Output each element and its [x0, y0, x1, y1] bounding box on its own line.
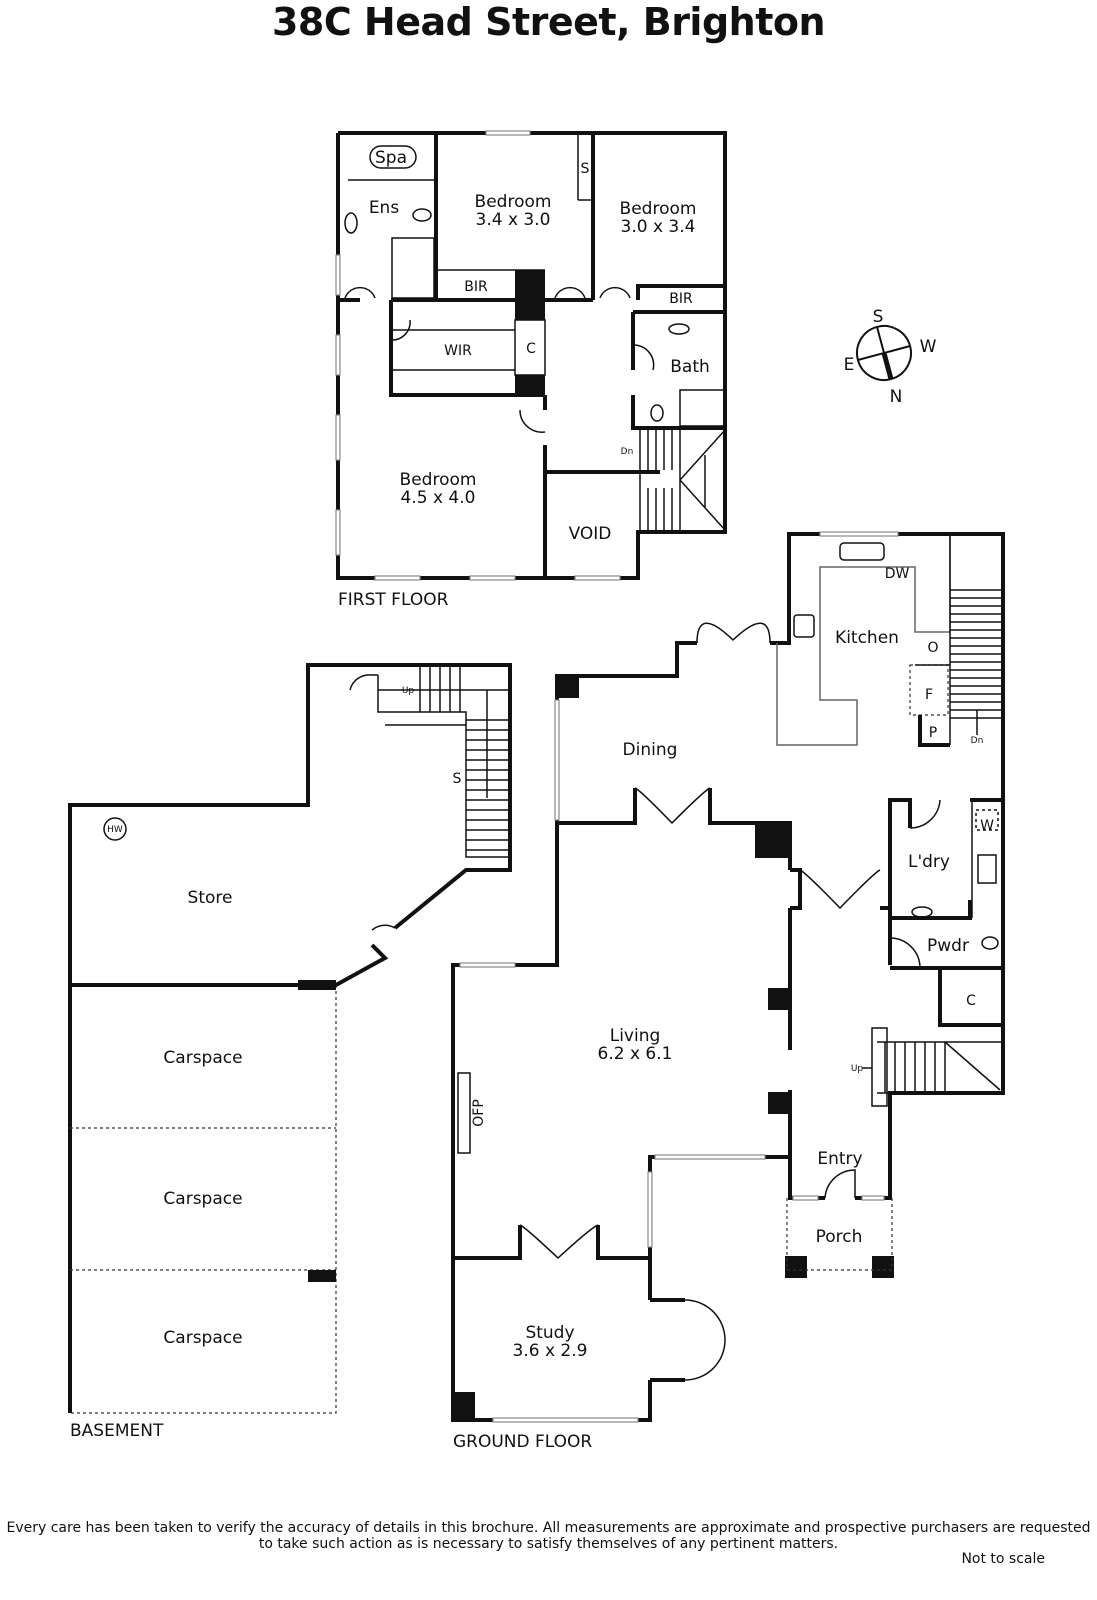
- compass-east: E: [844, 355, 855, 375]
- room-dim-bedroom-2: 3.4 x 3.0: [476, 210, 551, 230]
- room-label-spa: Spa: [375, 148, 407, 168]
- property-title: 38C Head Street, Brighton: [271, 0, 826, 44]
- compass-west: W: [920, 337, 937, 357]
- room-dim-living: 6.2 x 6.1: [598, 1044, 673, 1064]
- ground-floor: [451, 531, 1005, 1423]
- room-label-laundry: L'dry: [908, 852, 950, 872]
- label-open-fireplace: OFP: [471, 1099, 487, 1127]
- label-oven: O: [927, 640, 938, 656]
- floor-label-first: FIRST FLOOR: [338, 590, 449, 610]
- stair-label-up-2: Up: [402, 686, 415, 696]
- room-label-carspace-2: Carspace: [163, 1189, 242, 1209]
- room-label-cupboard-1: C: [526, 341, 536, 357]
- stair-label-up: Up: [851, 1064, 864, 1074]
- room-label-bir-2: BIR: [669, 291, 693, 307]
- room-label-ensuite: Ens: [369, 198, 400, 218]
- room-label-study: Study: [525, 1323, 574, 1343]
- label-basement-shelf: S: [453, 771, 462, 787]
- label-dishwasher: DW: [885, 566, 910, 582]
- room-label-carspace-3: Carspace: [163, 1328, 242, 1348]
- room-label-bath: Bath: [670, 357, 710, 377]
- room-dim-study: 3.6 x 2.9: [513, 1341, 588, 1361]
- floor-label-basement: BASEMENT: [70, 1421, 164, 1441]
- room-label-dining: Dining: [623, 740, 678, 760]
- label-hot-water: HW: [107, 825, 123, 835]
- room-label-cupboard-2: C: [966, 993, 976, 1009]
- room-label-void: VOID: [569, 524, 612, 544]
- room-label-kitchen: Kitchen: [835, 628, 899, 648]
- label-shelf: S: [581, 161, 590, 177]
- basement: [68, 663, 512, 1414]
- room-label-bir-1: BIR: [464, 279, 488, 295]
- room-label-wir: WIR: [444, 343, 472, 359]
- label-pantry: P: [929, 725, 937, 741]
- room-label-carspace-1: Carspace: [163, 1048, 242, 1068]
- room-label-porch: Porch: [816, 1227, 863, 1247]
- label-fridge: F: [925, 687, 933, 703]
- compass-south: S: [873, 307, 884, 327]
- disclaimer: Every care has been taken to verify the …: [6, 1520, 1091, 1552]
- room-label-store: Store: [188, 888, 233, 908]
- not-to-scale-note: Not to scale: [961, 1551, 1045, 1567]
- compass-icon: [856, 325, 912, 381]
- room-label-powder: Pwdr: [927, 936, 969, 956]
- floor-label-ground: GROUND FLOOR: [453, 1432, 592, 1452]
- room-label-entry: Entry: [817, 1149, 862, 1169]
- room-dim-bedroom-3: 3.0 x 3.4: [621, 217, 696, 237]
- room-dim-bedroom-1: 4.5 x 4.0: [401, 488, 476, 508]
- room-label-living: Living: [610, 1026, 661, 1046]
- first-floor: [335, 130, 727, 581]
- stair-label-down: Dn: [621, 447, 634, 457]
- label-washer: W: [980, 818, 994, 834]
- room-label-bedroom-2: Bedroom: [475, 192, 552, 212]
- room-label-bedroom-1: Bedroom: [400, 470, 477, 490]
- room-label-bedroom-3: Bedroom: [620, 199, 697, 219]
- compass-north: N: [890, 387, 903, 407]
- stair-label-down-2: Dn: [971, 736, 984, 746]
